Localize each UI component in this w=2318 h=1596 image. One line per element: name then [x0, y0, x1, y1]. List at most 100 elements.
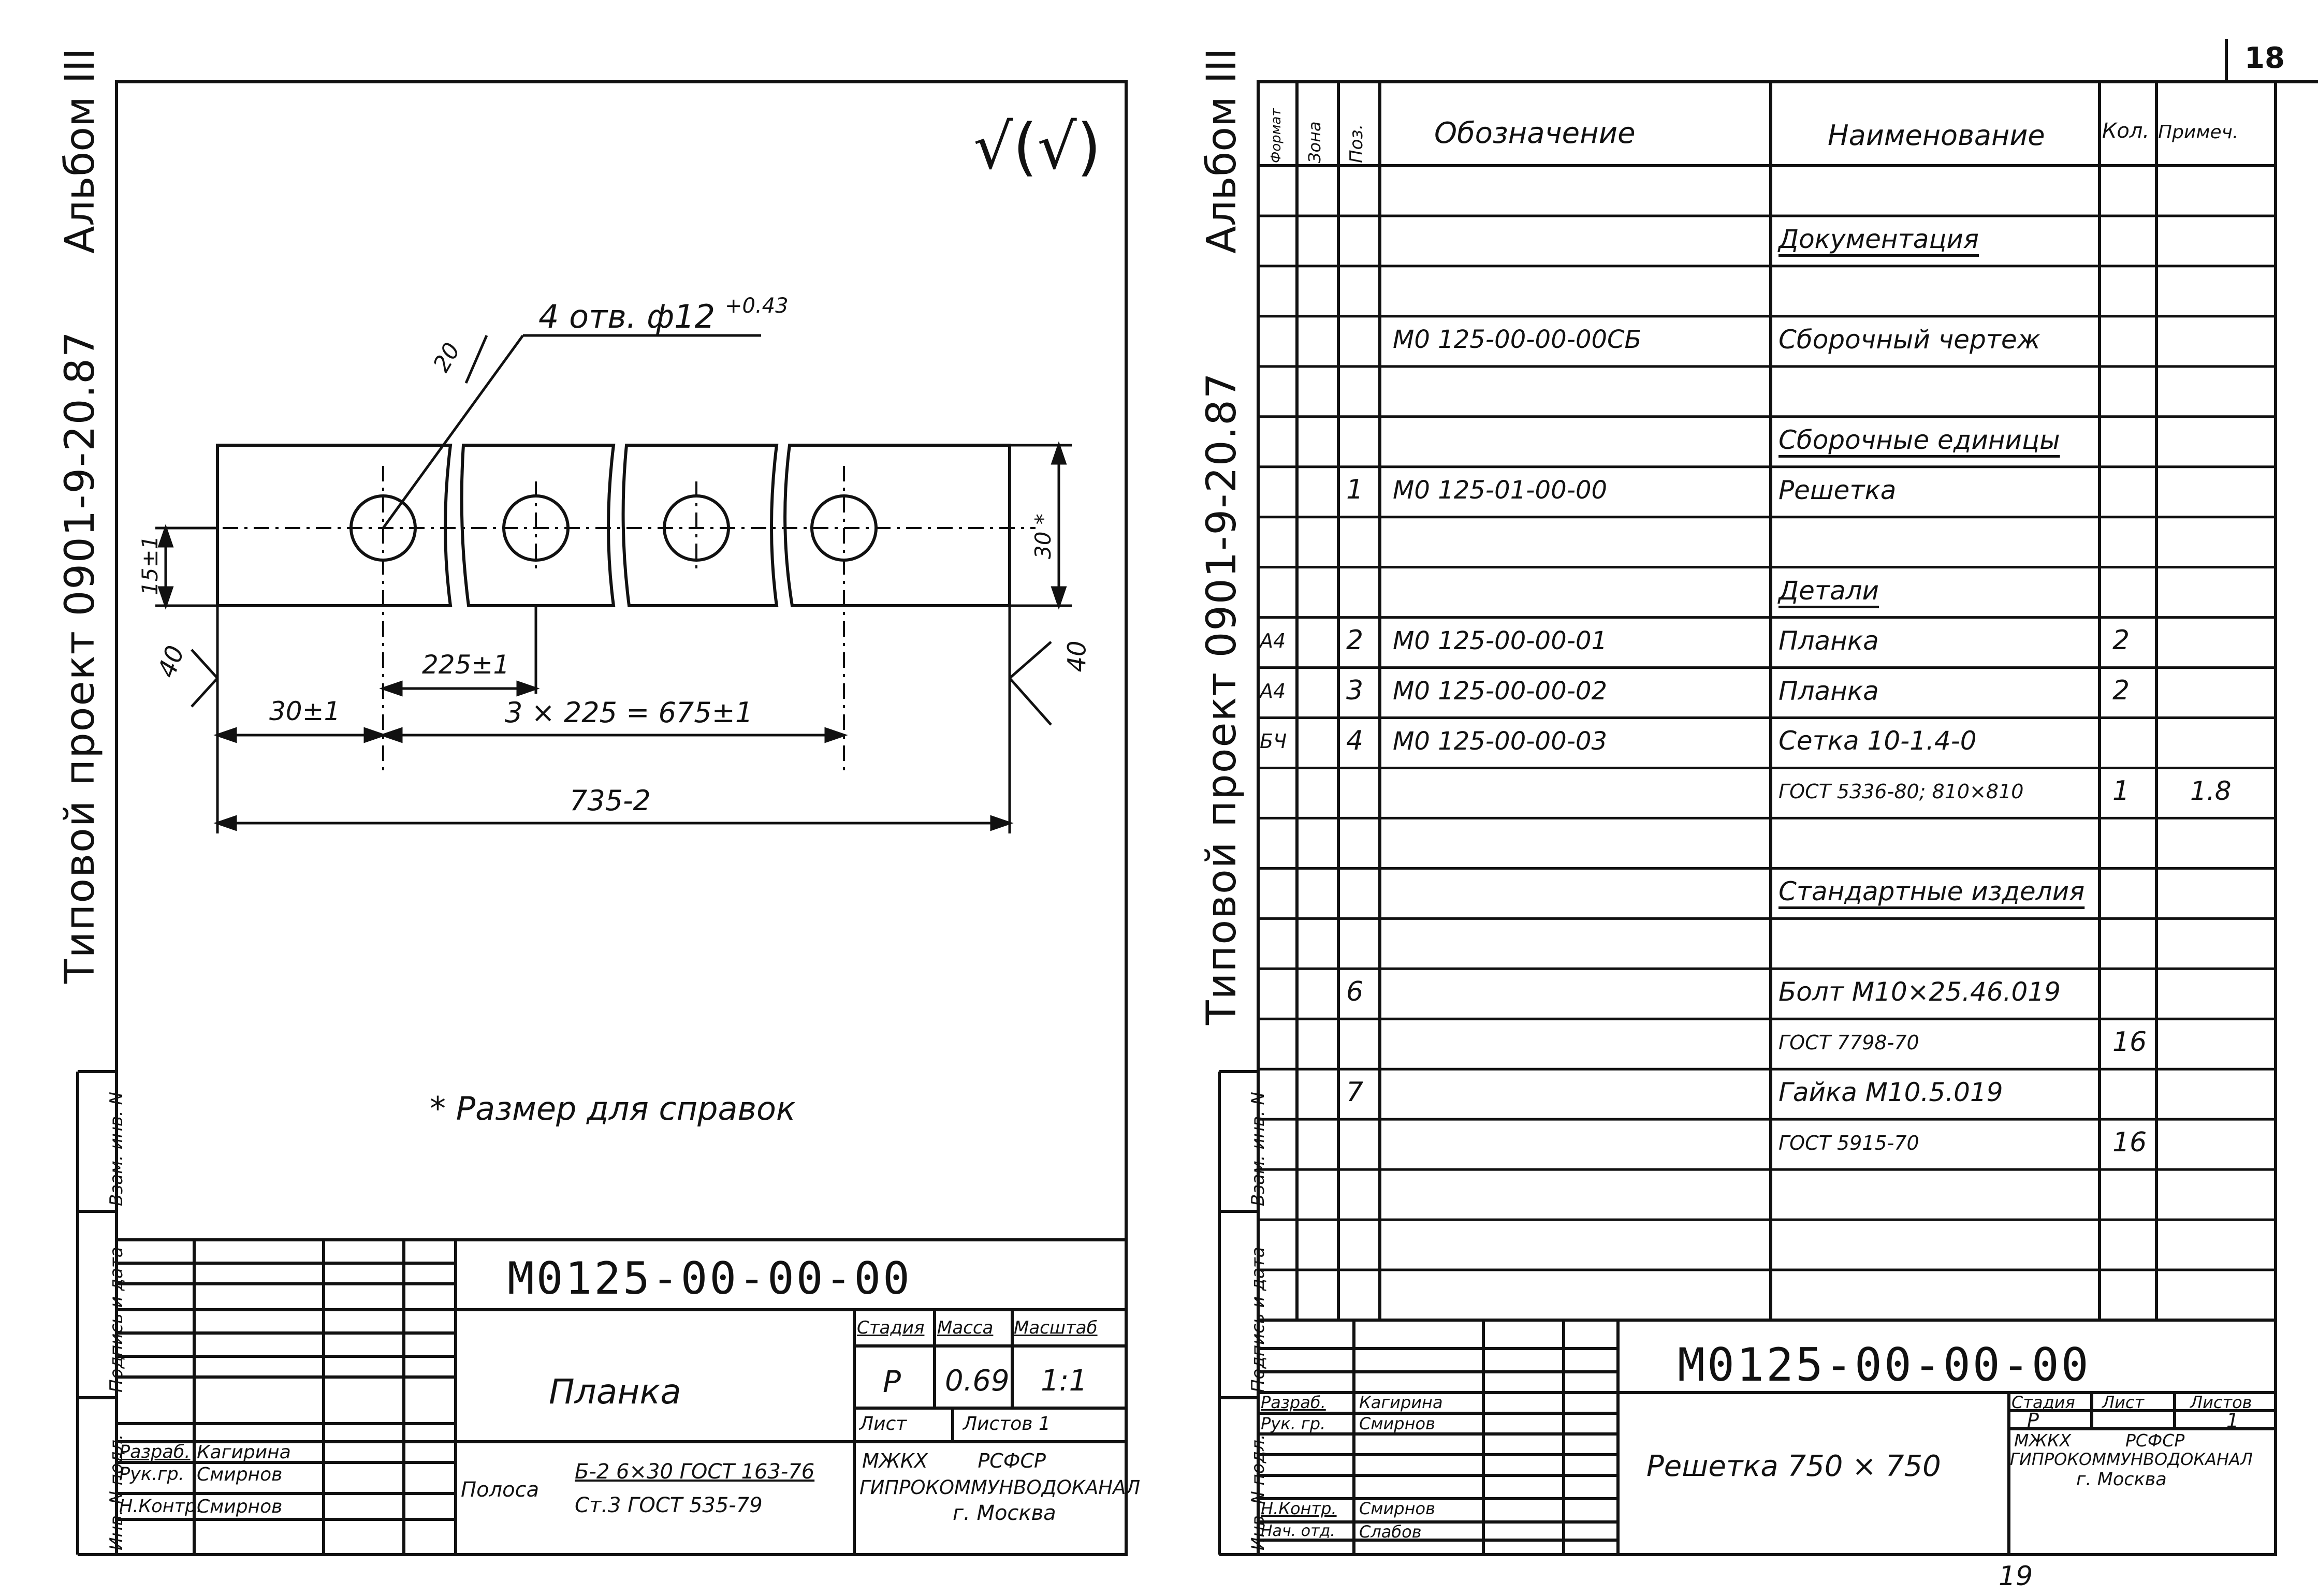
- left-designation: М0125-00-00-00: [507, 1253, 912, 1305]
- hdr-designation: Обозначение: [1434, 116, 1636, 150]
- table-row: Стандартные изделия: [1258, 868, 2276, 918]
- dim-30-star: 30 *: [1030, 514, 1056, 559]
- table-row: ГОСТ 5336-80; 810×810 1 1.8: [1258, 768, 2276, 818]
- spec-cell-pos: 4: [1346, 725, 1364, 757]
- page-number-bottom: 19: [1999, 1561, 2033, 1592]
- spec-cell-designation: М0 125-00-00-03: [1393, 726, 1608, 756]
- spec-cell-qty: 2: [2112, 625, 2130, 656]
- left-org2: ГИПРОКОММУНВОДОКАНАЛ: [859, 1476, 1141, 1499]
- vzam-inv-left: Взам. инв. N: [106, 1092, 127, 1206]
- dim-30: 30±1: [269, 696, 341, 726]
- spec-cell-name: Планка: [1778, 625, 1879, 656]
- spec-cell-qty: 2: [2112, 675, 2130, 707]
- right-stage-header: Стадия: [2011, 1393, 2075, 1412]
- left-sheet-frame: [115, 80, 1128, 1556]
- hdr-format: Формат: [1269, 108, 1284, 164]
- dim-675: 3 × 225 = 675±1: [505, 696, 753, 729]
- spec-cell-qty: 16: [2112, 1026, 2147, 1058]
- right-org1: МЖКХ РСФСР: [2014, 1430, 2185, 1451]
- dim-225: 225±1: [422, 650, 510, 680]
- spec-cell-pos: 2: [1346, 625, 1364, 656]
- left-part-name: Планка: [549, 1372, 681, 1412]
- right-designation: М0125-00-00-00: [1678, 1338, 2091, 1392]
- left-scale-header: Масштаб: [1014, 1317, 1098, 1338]
- reference-note: * Размер для справок: [430, 1090, 796, 1128]
- spec-cell-pos: 6: [1346, 976, 1364, 1007]
- left-org3: г. Москва: [953, 1501, 1056, 1525]
- right-role-razrab: Разраб.: [1261, 1393, 1326, 1412]
- hdr-note: Примеч.: [2158, 122, 2239, 143]
- hdr-pos: Поз.: [1346, 124, 1367, 163]
- spec-cell-name: Детали: [1778, 575, 1879, 606]
- spec-cell-name: Сборочный чертеж: [1778, 324, 2040, 355]
- dim-15: 15±1: [137, 535, 163, 595]
- right-assembly-name: Решетка 750 × 750: [1646, 1449, 1941, 1483]
- left-material-bottom: Ст.3 ГОСТ 535-79: [575, 1493, 763, 1517]
- spec-cell-designation: М0 125-00-00-02: [1393, 676, 1608, 706]
- spec-cell-name: Планка: [1778, 676, 1879, 706]
- table-row: Сборочные единицы: [1258, 417, 2276, 467]
- left-mass-header: Масса: [937, 1317, 994, 1338]
- left-mass: 0.69: [945, 1364, 1010, 1398]
- right-role-ruk: Рук. гр.: [1261, 1414, 1326, 1433]
- left-material-label: Полоса: [461, 1478, 540, 1502]
- spec-cell-name: Болт М10×25.46.019: [1778, 977, 2061, 1007]
- spec-cell-format: БЧ: [1260, 730, 1287, 753]
- dim-735: 735-2: [570, 784, 651, 817]
- right-name-nach: Слабов: [1359, 1522, 1422, 1542]
- left-stage-header: Стадия: [857, 1317, 925, 1338]
- hdr-name: Наименование: [1828, 119, 2045, 152]
- right-role-nkontr: Н.Контр.: [1261, 1499, 1337, 1518]
- table-row: 7 Гайка М10.5.019: [1258, 1069, 2276, 1119]
- spec-cell-name: ГОСТ 5915-70: [1778, 1131, 1919, 1154]
- spec-cell-name: ГОСТ 7798-70: [1778, 1031, 1919, 1055]
- left-role-nkontr: Н.Контр.: [119, 1496, 202, 1517]
- spec-cell-qty: 1: [2112, 775, 2130, 807]
- left-name-razrab: Кагирина: [197, 1442, 291, 1463]
- spec-cell-name: Гайка М10.5.019: [1778, 1077, 2003, 1108]
- left-role-razrab: Разраб.: [119, 1442, 191, 1462]
- left-name-ruk: Смирнов: [197, 1464, 283, 1485]
- table-row: [1258, 818, 2276, 868]
- right-stage: Р: [2027, 1409, 2039, 1432]
- right-org3: г. Москва: [2076, 1469, 2167, 1490]
- right-sheets-header: Листов: [2190, 1393, 2252, 1412]
- table-row: [1258, 918, 2276, 969]
- left-stage: Р: [883, 1364, 901, 1399]
- left-sheets-label: Листов 1: [963, 1413, 1051, 1434]
- table-row: 6 Болт М10×25.46.019: [1258, 969, 2276, 1019]
- table-row: [1258, 1220, 2276, 1270]
- left-scale: 1:1: [1041, 1364, 1088, 1398]
- right-name-razrab: Кагирина: [1359, 1393, 1443, 1412]
- spec-cell-note: 1.8: [2190, 776, 2232, 807]
- hdr-zone: Зона: [1305, 121, 1324, 163]
- callout-tolerance: +0.43: [725, 294, 789, 318]
- table-row: [1258, 1169, 2276, 1220]
- table-row: [1258, 517, 2276, 567]
- left-material-top: Б-2 6×30 ГОСТ 163-76: [575, 1460, 815, 1484]
- roughness-mark: √(√): [973, 111, 1101, 183]
- spec-cell-designation: М0 125-00-00-00СБ: [1393, 325, 1642, 355]
- spec-cell-name: ГОСТ 5336-80; 810×810: [1778, 780, 2024, 803]
- part-drawing: [216, 444, 1011, 607]
- table-row: [1258, 166, 2276, 216]
- left-org1: МЖКХ РСФСР: [862, 1449, 1046, 1472]
- spec-cell-pos: 7: [1346, 1076, 1364, 1108]
- table-row: [1258, 1270, 2276, 1320]
- spec-cell-format: А4: [1260, 629, 1286, 653]
- podpis-data-left: Подпись и дата: [106, 1247, 127, 1393]
- album-stamp-left: Альбом III: [57, 48, 104, 254]
- spec-cell-name: Решетка: [1778, 475, 1897, 505]
- right-name-ruk: Смирнов: [1359, 1414, 1435, 1433]
- spec-cell-designation: М0 125-01-00-00: [1393, 476, 1608, 505]
- right-sheet-header: Лист: [2102, 1393, 2145, 1412]
- table-row: Детали: [1258, 567, 2276, 618]
- page-number: 18: [2244, 41, 2285, 75]
- left-name-nkontr: Смирнов: [197, 1496, 283, 1517]
- project-stamp-left: Типовой проект 0901-9-20.87: [57, 330, 104, 984]
- spec-cell-pos: 3: [1346, 675, 1364, 707]
